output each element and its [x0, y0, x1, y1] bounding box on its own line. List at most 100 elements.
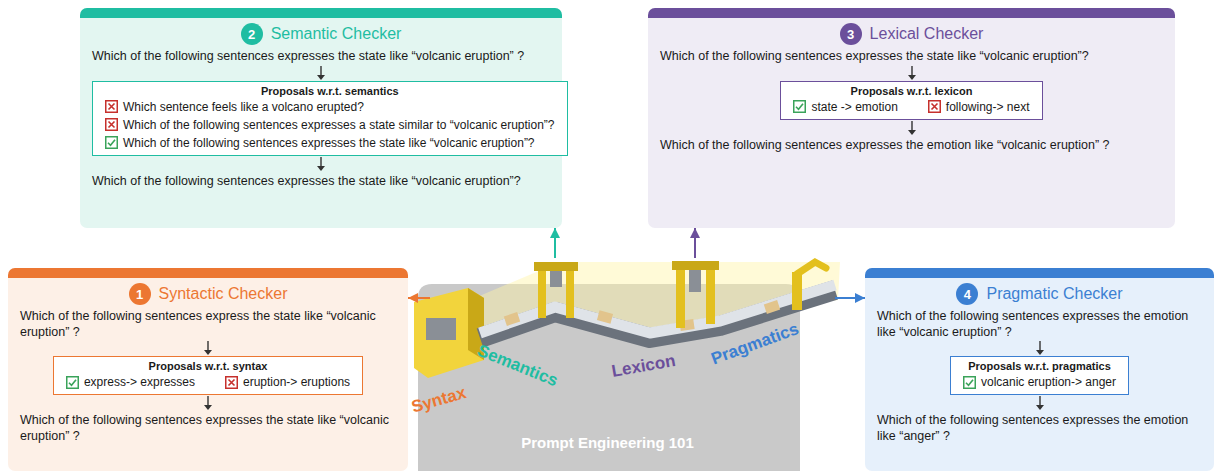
input-prompt: Which of the following sentences express… [8, 307, 408, 340]
question-row: Which of the following sentences express… [80, 47, 562, 65]
step-number: 1 [129, 283, 151, 305]
check-icon [963, 376, 976, 389]
station-tool [550, 271, 562, 287]
proposal-item: eruption-> eruptions [225, 375, 350, 389]
proposal-slot: Proposals w.r.t. lexiconstate -> emotion… [648, 81, 1175, 120]
arrow-head [1036, 405, 1044, 410]
station-post [706, 264, 715, 324]
proposal-item: Which sentence feels like a volcano erup… [105, 100, 364, 114]
icon-frame [929, 101, 941, 113]
proposal-box: Proposals w.r.t. syntaxexpress-> express… [53, 356, 363, 395]
panel-title: Syntactic Checker [159, 285, 288, 303]
flow-arrow-icon [1034, 395, 1046, 411]
flow-arrow [80, 156, 562, 172]
station-beam [672, 261, 719, 270]
arrow-shaft [1039, 341, 1040, 351]
flow-connector [694, 228, 696, 258]
arrow-head [317, 75, 325, 80]
output-prompt: Which of the following sentences express… [80, 172, 562, 190]
panel-title: Semantic Checker [271, 25, 402, 43]
proposal-item: Which of the following sentences express… [105, 136, 535, 150]
arrow-shaft [320, 157, 321, 167]
check-icon [793, 100, 806, 113]
question-row: Which of the following sentences express… [648, 47, 1175, 65]
proposal-text: Which sentence feels like a volcano erup… [123, 100, 364, 114]
proposal-text: express-> expresses [84, 375, 195, 389]
station-beam [534, 262, 578, 271]
proposal-box: Proposals w.r.t. lexiconstate -> emotion… [780, 81, 1042, 120]
step-number-text: 1 [136, 287, 143, 302]
step-number: 4 [956, 283, 978, 305]
cross-icon [225, 376, 238, 389]
proposal-item: following-> next [928, 100, 1030, 114]
flow-connector [554, 228, 556, 258]
proposal-box: Proposals w.r.t. pragmaticsvolcanic erup… [950, 356, 1129, 395]
checker-panel: 4Pragmatic CheckerWhich of the following… [865, 268, 1214, 471]
checker-panel: 3 Lexical CheckerWhich of the following s… [648, 8, 1175, 228]
icon-frame [106, 137, 118, 149]
result-row: Which of the following sentences express… [865, 411, 1214, 444]
proposal-text: eruption-> eruptions [243, 375, 350, 389]
step-number: 3 [840, 23, 862, 45]
cross-stroke [228, 379, 234, 385]
checker-panel: 2 Semantic CheckerWhich of the following … [80, 8, 562, 228]
flow-arrow-icon [1034, 340, 1046, 356]
feeder-opening [426, 318, 456, 340]
proposal-item: volcanic eruption-> anger [963, 375, 1116, 389]
flow-arrow [648, 120, 1175, 136]
arrow-head [908, 75, 916, 80]
check-stroke [796, 104, 803, 110]
flow-arrow-icon [906, 120, 918, 136]
flow-arrow-icon [906, 65, 918, 81]
arrow-shaft [207, 396, 208, 406]
robot-arm [797, 262, 826, 274]
flow-arrow [80, 65, 562, 81]
question-row: Which of the following sentences express… [8, 307, 408, 340]
header-row: 2 Semantic Checker [80, 18, 562, 47]
proposal-item: Which of the following sentences express… [105, 118, 555, 132]
parcel [764, 300, 780, 314]
check-icon [66, 376, 79, 389]
flow-arrow-icon [315, 156, 327, 172]
input-prompt: Which of the following sentences express… [80, 47, 562, 65]
flow-arrow-icon [202, 340, 214, 356]
header-row: 1 Syntactic Checker [8, 278, 408, 307]
header-row: 4Pragmatic Checker [865, 278, 1214, 307]
proposal-box: Proposals w.r.t. semanticsWhich sentence… [92, 81, 568, 156]
header-bar [648, 8, 1175, 18]
icon-frame [106, 101, 118, 113]
check-stroke [966, 380, 973, 386]
proposal-text: Which of the following sentences express… [123, 136, 535, 150]
header-bar [80, 8, 562, 18]
proposal-heading: Proposals w.r.t. semantics [105, 85, 555, 97]
arrow-shaft [320, 66, 321, 76]
proposal-slot: Proposals w.r.t. semanticsWhich sentence… [80, 81, 562, 156]
flow-arrow-icon [315, 65, 327, 81]
proposal-item: state -> emotion [793, 100, 897, 114]
feeder-machine [414, 288, 484, 378]
step-number: 2 [241, 23, 263, 45]
check-icon [105, 136, 118, 149]
step-number-text: 3 [847, 27, 854, 42]
station-post [538, 266, 546, 318]
arrow-shaft [911, 121, 912, 131]
proposal-item: express-> expresses [66, 375, 195, 389]
output-prompt: Which of the following sentences express… [648, 136, 1175, 154]
flow-arrow [8, 340, 408, 356]
arrow-head [204, 350, 212, 355]
icon-frame [106, 119, 118, 131]
result-row: Which of the following sentences express… [648, 136, 1175, 154]
panel-title: Lexical Checker [870, 25, 984, 43]
proposal-heading: Proposals w.r.t. lexicon [793, 85, 1029, 97]
icon-frame [964, 377, 976, 389]
station-post [566, 266, 574, 318]
step-number-text: 2 [248, 27, 255, 42]
arrow-shaft [1039, 396, 1040, 406]
proposal-list: state -> emotion following-> next [793, 97, 1029, 114]
icon-frame [226, 377, 238, 389]
robot-arm-base [792, 272, 802, 310]
flow-arrow [865, 395, 1214, 411]
check-stroke [69, 380, 76, 386]
arrow-head [204, 405, 212, 410]
